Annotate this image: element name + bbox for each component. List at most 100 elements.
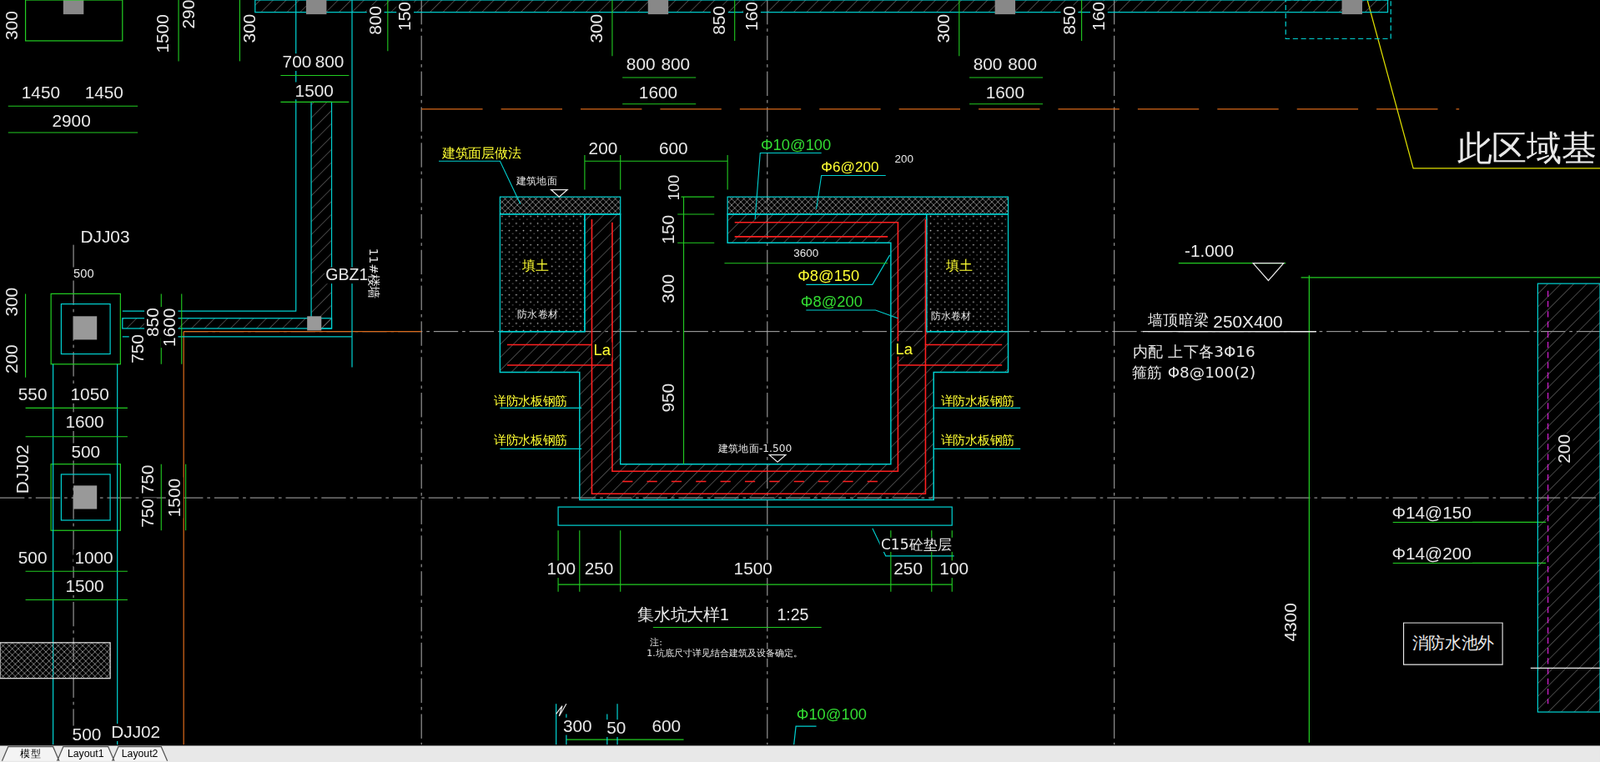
drawing-label: 1500 xyxy=(154,13,172,55)
drawing-label: 290 xyxy=(180,0,198,31)
drawing-label: 750 xyxy=(129,333,147,365)
drawing-label: GBZ1 xyxy=(324,267,370,285)
drawing-label: 1500 xyxy=(64,578,106,596)
drawing-label: Φ8@150 xyxy=(796,267,861,283)
drawing-label: 详防水板钢筋 xyxy=(940,434,1017,448)
drawing-label: 800 xyxy=(1006,55,1038,74)
drawing-label: 2900 xyxy=(50,112,92,131)
drawing-label: 建筑地面-1.500 xyxy=(717,443,794,454)
drawing-label: DJJ02 xyxy=(110,724,162,742)
drawing-label: 200 xyxy=(587,140,619,158)
drawing-label: 300 xyxy=(588,13,606,45)
drawing-label: Φ14@200 xyxy=(1390,545,1473,564)
drawing-label: 1.坑底尺寸详见结合建筑及设备确定。 xyxy=(645,649,804,660)
drawing-label: 11#楼墙 xyxy=(367,247,380,301)
drawing-label: 1450 xyxy=(20,84,62,102)
drawing-label: 800 xyxy=(367,5,385,36)
drawing-label: 600 xyxy=(650,718,682,736)
drawing-label: 300 xyxy=(3,10,21,41)
drawing-label: 建筑面层做法 xyxy=(440,146,523,161)
drawing-label: DJJ03 xyxy=(79,227,131,246)
drawing-label: 800 xyxy=(314,53,346,71)
drawing-label: 注: xyxy=(649,638,664,648)
drawing-label: 建筑地面 xyxy=(515,176,559,187)
drawing-label: 1450 xyxy=(83,84,125,102)
drawing-label: 此区域基 xyxy=(1456,130,1598,167)
drawing-label: 填土 xyxy=(521,258,550,272)
drawing-label: 100 xyxy=(665,174,681,202)
drawing-label: Φ14@150 xyxy=(1390,504,1473,523)
drawing-label: 200 xyxy=(3,343,21,375)
drawing-label: 300 xyxy=(3,286,21,318)
drawing-label: 详防水板钢筋 xyxy=(493,434,569,448)
drawing-label: C15砼垫层 xyxy=(880,538,954,553)
drawing-label: La xyxy=(894,341,914,357)
drawing-label: 950 xyxy=(659,382,678,414)
drawing-label: 详防水板钢筋 xyxy=(940,395,1017,408)
drawing-label: 500 xyxy=(17,549,49,568)
drawing-label: 160 xyxy=(1090,0,1108,32)
drawing-label: 850 xyxy=(144,306,162,338)
drawing-label: 100 xyxy=(938,560,970,579)
drawing-label: Φ10@100 xyxy=(759,137,833,153)
drawing-label: 550 xyxy=(17,386,49,404)
drawing-label: DJJ02 xyxy=(14,443,32,495)
drawing-label: Φ6@200 xyxy=(820,159,881,174)
drawing-label: Φ10@100 xyxy=(795,706,869,722)
drawing-label: 600 xyxy=(658,140,690,158)
drawing-label: 1500 xyxy=(732,560,774,579)
drawing-label: 集水坑大样1 xyxy=(636,607,731,624)
drawing-label: Φ8@200 xyxy=(800,293,865,309)
drawing-label: 模型 xyxy=(19,749,42,760)
drawing-label: 300 xyxy=(659,273,678,305)
drawing-label: 800 xyxy=(659,55,691,74)
drawing-label: 1000 xyxy=(73,549,115,568)
drawing-label: 160 xyxy=(743,0,761,32)
drawing-label: 150 xyxy=(396,0,414,32)
label-box: 消防水池外 xyxy=(1403,622,1504,665)
drawing-label: 300 xyxy=(935,13,953,45)
drawing-label: 500 xyxy=(72,267,96,281)
drawing-label: 防水卷材 xyxy=(929,311,972,322)
drawing-label: 1500 xyxy=(293,81,335,100)
drawing-label: 100 xyxy=(545,560,577,579)
drawing-label: 4300 xyxy=(1282,602,1300,644)
drawing-label: 500 xyxy=(70,726,102,745)
drawing-label: 1:25 xyxy=(775,607,811,624)
drawing-label: 详防水板钢筋 xyxy=(493,395,569,408)
drawing-label: 防水卷材 xyxy=(516,309,559,320)
drawing-label: Layout2 xyxy=(120,749,160,760)
drawing-label: 200 xyxy=(1555,433,1574,465)
drawing-label: 150 xyxy=(659,214,678,246)
drawing-label: 3600 xyxy=(792,247,820,259)
drawing-label: 250 xyxy=(583,560,614,579)
drawing-label: 850 xyxy=(710,5,729,36)
drawing-label: 500 xyxy=(70,443,101,462)
drawing-label: 1600 xyxy=(64,413,106,432)
drawing-label: 800 xyxy=(625,55,657,74)
drawing-label: 1600 xyxy=(985,84,1027,102)
drawing-label: 700 xyxy=(281,53,312,71)
drawing-label: 300 xyxy=(241,13,259,45)
drawing-label: 200 xyxy=(893,153,915,165)
drawing-label: La xyxy=(592,342,612,358)
drawing-label: 箍筋 Φ8@100(2) xyxy=(1131,366,1257,382)
drawing-label: 1050 xyxy=(69,386,111,404)
box-text: 消防水池外 xyxy=(1412,633,1495,655)
drawing-label: 800 xyxy=(971,55,1003,74)
drawing-label: -1.000 xyxy=(1183,242,1235,261)
drawing-label: 墙顶暗梁 xyxy=(1147,312,1211,328)
drawing-label: 填土 xyxy=(945,258,974,272)
drawing-label: 750 xyxy=(139,463,157,495)
drawing-label: 1600 xyxy=(161,306,179,348)
drawing-label: 250 xyxy=(892,560,924,579)
drawing-label: 300 xyxy=(562,718,594,736)
drawing-label: 750 xyxy=(139,498,157,529)
drawing-label: 250X400 xyxy=(1212,313,1284,332)
drawing-label: 内配 上下各3Φ16 xyxy=(1131,344,1256,360)
drawing-label: 50 xyxy=(605,719,628,738)
drawing-label: 1500 xyxy=(166,477,184,519)
drawing-label: Layout1 xyxy=(66,749,106,760)
drawing-label: 1600 xyxy=(638,84,680,102)
